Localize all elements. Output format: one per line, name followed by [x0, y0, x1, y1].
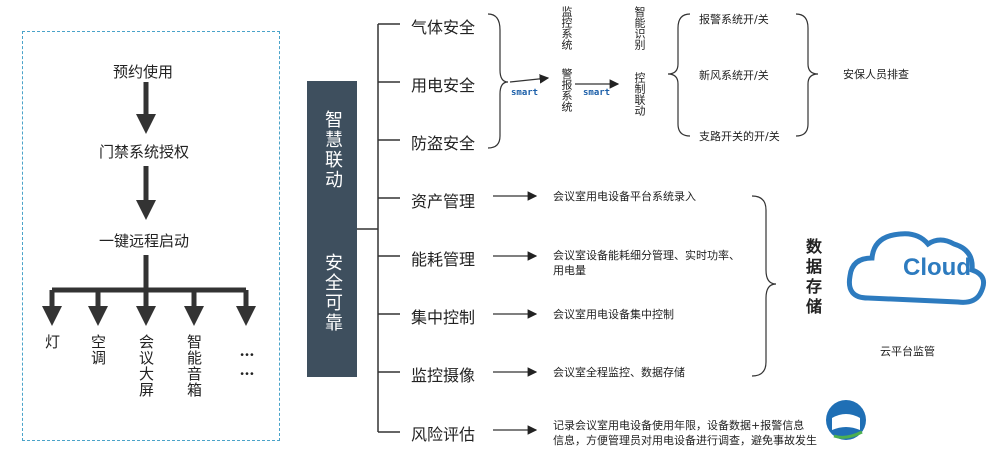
security-brace: [487, 13, 509, 149]
alarm-label: 警报系统: [560, 68, 573, 112]
device-more: ……: [238, 342, 256, 380]
cat-camera: 监控摄像: [411, 366, 476, 385]
step-reserve: 预约使用: [113, 63, 174, 81]
cat-electric-safety: 用电安全: [411, 76, 476, 95]
left-flow-panel: [22, 31, 280, 441]
desc-energy: 会议室设备能耗细分管理、实时功率、 用电量: [553, 248, 740, 278]
smart-label-1: smart: [511, 88, 539, 98]
monitor-system-label: 监控系统: [560, 6, 573, 50]
control-linkage-label: 控制联动: [633, 72, 646, 116]
desc-camera: 会议室全程监控、数据存储: [553, 366, 685, 379]
staff-check: 安保人员排查: [843, 68, 909, 81]
step-one-key-start: 一键远程启动: [99, 232, 190, 250]
cat-theft-safety: 防盗安全: [411, 134, 476, 153]
storage-brace: [751, 195, 777, 377]
desc-energy-line-1: 会议室设备能耗细分管理、实时功率、: [553, 249, 740, 262]
desc-risk-line-1: 记录会议室用电设备使用年限，设备数据+报警信息: [553, 419, 805, 432]
data-storage-label: 数据存储: [803, 238, 822, 318]
action-alarm-system: 报警系统开/关: [699, 13, 769, 26]
actions-brace: [667, 13, 819, 137]
category-tree: [357, 23, 400, 433]
desc-risk: 记录会议室用电设备使用年限，设备数据+报警信息 信息，方便管理员对用电设备进行调…: [553, 418, 817, 448]
cat-energy-mgmt: 能耗管理: [411, 250, 476, 269]
device-aircon: 空调: [89, 334, 107, 366]
smart-recognition-label: 智能识别: [633, 6, 646, 50]
cloud-logo-text: Cloud: [903, 254, 971, 281]
device-light: 灯: [43, 334, 61, 350]
device-speaker: 智能音箱: [185, 334, 203, 398]
desc-arrows: [493, 191, 538, 435]
desc-asset: 会议室用电设备平台系统录入: [553, 190, 696, 203]
smart-label-2: smart: [583, 88, 611, 98]
cloud-icon: [846, 231, 987, 305]
cloud-caption: 云平台监管: [880, 345, 935, 358]
desc-control: 会议室用电设备集中控制: [553, 308, 674, 321]
action-fresh-air: 新风系统开/关: [699, 69, 769, 82]
cat-central-control: 集中控制: [411, 308, 476, 327]
center-title-bottom: 安全可靠: [322, 253, 343, 333]
step-access-auth: 门禁系统授权: [99, 143, 190, 161]
cat-risk-eval: 风险评估: [411, 425, 476, 444]
action-branch-switch: 支路开关的开/关: [699, 130, 780, 143]
desc-energy-line-2: 用电量: [553, 264, 586, 277]
device-screen: 会议大屏: [137, 334, 155, 398]
cat-gas-safety: 气体安全: [411, 18, 476, 37]
flow-arrows: [42, 82, 256, 326]
cat-asset-mgmt: 资产管理: [411, 192, 476, 211]
center-title-top: 智慧联动: [322, 110, 343, 190]
center-box: [307, 81, 357, 377]
logo-icon: [826, 400, 866, 440]
desc-risk-line-2: 信息，方便管理员对用电设备进行调查，避免事故发生: [553, 434, 817, 447]
